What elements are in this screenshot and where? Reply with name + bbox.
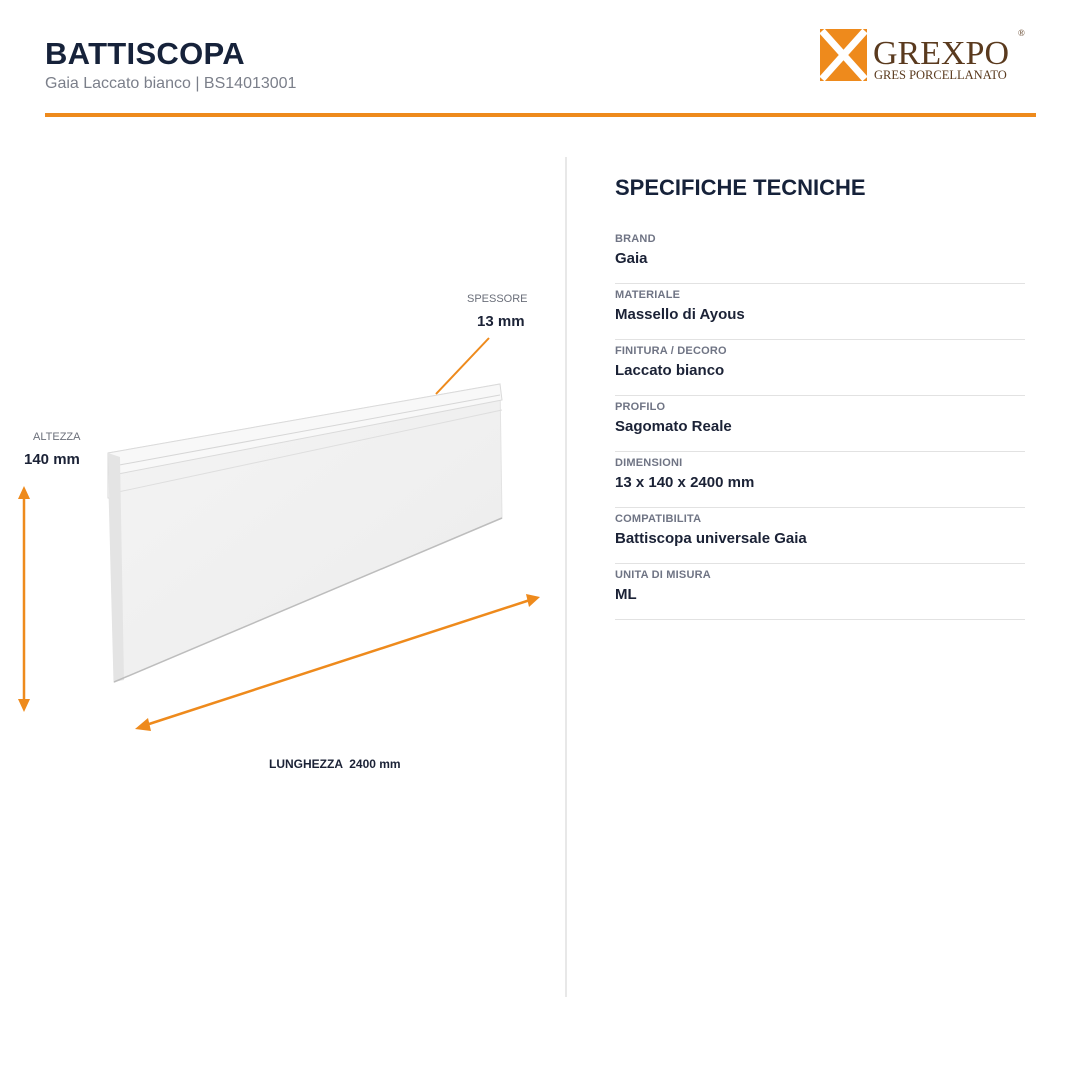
logo-tagline: GRES PORCELLANATO xyxy=(874,68,1007,82)
specs-heading: SPECIFICHE TECNICHE xyxy=(615,175,866,200)
spec-row-unita: UNITA DI MISURA ML xyxy=(615,564,1025,620)
spec-key: MATERIALE xyxy=(615,289,681,301)
page-title: BATTISCOPA xyxy=(45,36,245,71)
spec-row-dimensioni: DIMENSIONI 13 x 140 x 2400 mm xyxy=(615,452,1025,508)
spec-row-materiale: MATERIALE Massello di Ayous xyxy=(615,284,1025,340)
column-divider xyxy=(565,157,567,997)
spec-value: ML xyxy=(615,586,637,603)
grexpo-logo: GREXPO ® GRES PORCELLANATO xyxy=(819,28,1025,82)
spec-key: UNITA DI MISURA xyxy=(615,569,711,581)
baseboard-drawing xyxy=(18,337,540,731)
thickness-value: 13 mm xyxy=(477,313,525,330)
thickness-caption: SPESSORE xyxy=(467,293,528,305)
spec-value: Massello di Ayous xyxy=(615,306,745,323)
height-value: 140 mm xyxy=(24,451,80,468)
spec-value: 13 x 140 x 2400 mm xyxy=(615,474,755,491)
spec-value: Laccato bianco xyxy=(615,362,725,379)
logo-brand-text: GREXPO xyxy=(873,35,1009,72)
spec-key: COMPATIBILITA xyxy=(615,513,702,525)
spec-row-profilo: PROFILO Sagomato Reale xyxy=(615,396,1025,452)
spec-value: Gaia xyxy=(615,250,648,267)
height-caption: ALTEZZA xyxy=(33,431,81,443)
length-label: LUNGHEZZA 2400 mm xyxy=(269,757,401,771)
spec-list: BRAND Gaia MATERIALE Massello di Ayous F… xyxy=(615,228,1025,620)
logo-registered-mark: ® xyxy=(1018,28,1025,38)
header-rule xyxy=(45,113,1036,117)
spec-value: Battiscopa universale Gaia xyxy=(615,530,807,547)
thickness-leader xyxy=(435,337,490,395)
spec-row-compatibilita: COMPATIBILITA Battiscopa universale Gaia xyxy=(615,508,1025,564)
spec-key: BRAND xyxy=(615,233,656,245)
product-subtitle: Gaia Laccato bianco | BS14013001 xyxy=(45,75,297,92)
spec-key: DIMENSIONI xyxy=(615,457,683,469)
length-arrow xyxy=(145,598,531,727)
spec-key: PROFILO xyxy=(615,401,666,413)
spec-value: Sagomato Reale xyxy=(615,418,732,435)
spec-key: FINITURA / DECORO xyxy=(615,345,727,357)
spec-row-brand: BRAND Gaia xyxy=(615,228,1025,284)
spec-row-finitura: FINITURA / DECORO Laccato bianco xyxy=(615,340,1025,396)
